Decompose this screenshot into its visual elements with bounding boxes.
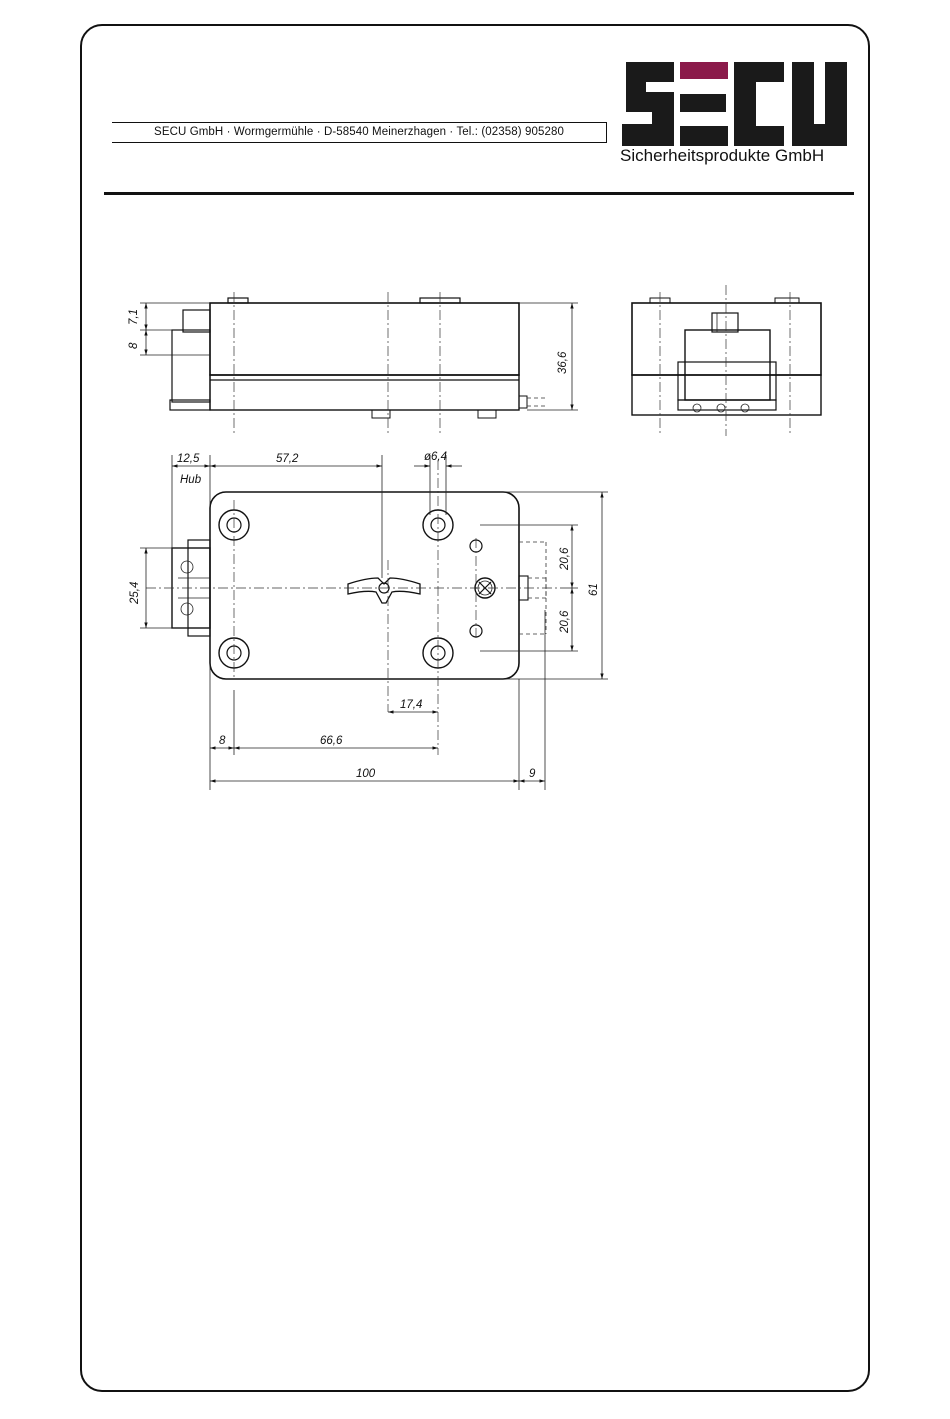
dim-side-bolt: 8 <box>128 342 140 349</box>
dim-side-depth: 36,6 <box>557 351 569 374</box>
dim-upper-offset: 20,6 <box>559 547 571 571</box>
side-bolt <box>172 330 210 402</box>
end-bolt <box>685 330 770 400</box>
dim-stroke: 12,5 <box>177 453 200 465</box>
dim-total-width: 100 <box>356 768 376 780</box>
side-view: 7,1 8 36,6 <box>128 292 578 436</box>
dim-bolt-height: 25,4 <box>129 582 141 605</box>
dim-hole-spacing: 66,6 <box>320 735 343 747</box>
front-view <box>146 460 560 755</box>
dim-lower-offset: 20,6 <box>559 610 571 634</box>
dim-bolt-to-hole: 57,2 <box>276 453 299 465</box>
lock-case <box>210 492 519 679</box>
dim-hole-to-key: 17,4 <box>400 699 422 711</box>
end-view <box>632 285 821 436</box>
dim-hole-diameter: ø6,4 <box>424 451 447 463</box>
dim-total-height: 61 <box>588 583 600 596</box>
dim-protrusion: 9 <box>529 768 536 780</box>
front-dimensions: 12,5 Hub 57,2 ø6,4 25,4 20,6 20,6 61 17,… <box>129 451 608 790</box>
key-lever <box>348 578 420 603</box>
side-body <box>210 303 519 375</box>
dim-stroke-label: Hub <box>180 474 202 486</box>
dim-left-margin: 8 <box>219 735 226 747</box>
dim-side-top: 7,1 <box>128 309 140 325</box>
